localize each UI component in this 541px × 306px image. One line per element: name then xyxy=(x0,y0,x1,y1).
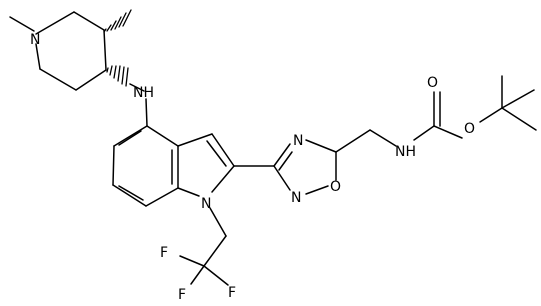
bond-nh-co xyxy=(413,125,435,141)
bond-ox-c3-n4 xyxy=(273,143,291,167)
bond-nh-c4indole xyxy=(145,98,148,127)
bond-c2-n1 xyxy=(211,165,235,193)
bond-ch2-cf3 xyxy=(203,235,227,267)
bond-o-tbu xyxy=(479,107,503,123)
bond-c5-ch2 xyxy=(335,129,371,153)
bond-ox-o1-n2 xyxy=(305,185,329,195)
hash-bond-c4-nh xyxy=(106,65,129,87)
atom-n-oxadiazole-4: N xyxy=(293,133,303,149)
bond-c5-c6 xyxy=(39,68,77,91)
bond-n1-c7a xyxy=(177,187,200,197)
bond-indole-c6-c7-inner xyxy=(118,185,144,201)
atom-o-oxadiazole: O xyxy=(330,179,341,195)
atom-n-oxadiazole-2: N xyxy=(291,190,301,206)
bond-n-methyl xyxy=(9,16,35,32)
atom-nh-amine: NH xyxy=(133,85,154,101)
atom-f2: F xyxy=(228,285,236,301)
bond-ch2-nh xyxy=(369,129,397,147)
bond-c4-nh xyxy=(129,83,145,92)
bond-tbu-me3 xyxy=(501,89,535,109)
bond-c-o-ester xyxy=(433,125,463,139)
hash-bond-c3-methyl xyxy=(103,9,132,33)
bonds xyxy=(9,11,537,286)
bond-c3-c2 xyxy=(211,133,235,167)
bond-ox-n2-c3 xyxy=(273,165,291,191)
bond-c-f3 xyxy=(190,265,205,285)
bond-indole-c4-c5 xyxy=(113,125,148,147)
bond-c3-c4 xyxy=(103,29,107,71)
bond-indole-c5-c6 xyxy=(112,145,115,186)
bond-ox-n4-c5 xyxy=(305,139,337,153)
bond-indole-c7-c7a xyxy=(145,187,179,207)
bond-ox-c3-n4-inner xyxy=(278,151,293,171)
bond-c-f1 xyxy=(179,255,205,267)
bond-indole-c6-c7 xyxy=(112,184,147,207)
bond-indole-c4-c5-inner xyxy=(118,130,142,146)
bond-c2-c3 xyxy=(73,11,105,31)
atom-nh-carbamate: NH xyxy=(395,144,416,160)
atom-o-carbonyl: O xyxy=(427,75,438,91)
bond-c6-n xyxy=(35,43,41,70)
atom-n-indole: N xyxy=(201,196,211,212)
atom-n-piperidine: N xyxy=(30,32,40,48)
bond-n-c2 xyxy=(35,11,75,35)
atom-f3: F xyxy=(178,287,186,303)
atom-labels: N NH N N N O NH O O F F F xyxy=(30,32,475,303)
bond-tbu-me1 xyxy=(501,107,537,131)
bond-c-f2 xyxy=(203,265,229,286)
atom-f1: F xyxy=(160,245,168,261)
bond-indole-c3a-c4 xyxy=(146,125,179,147)
bond-c3-c2-inner xyxy=(206,140,227,167)
stereo-bonds xyxy=(103,9,132,87)
bond-n1-ch2 xyxy=(209,207,227,237)
bond-c3a-c3 xyxy=(177,133,213,147)
bond-c4-c5 xyxy=(75,69,107,91)
atom-o-ester: O xyxy=(464,121,475,137)
